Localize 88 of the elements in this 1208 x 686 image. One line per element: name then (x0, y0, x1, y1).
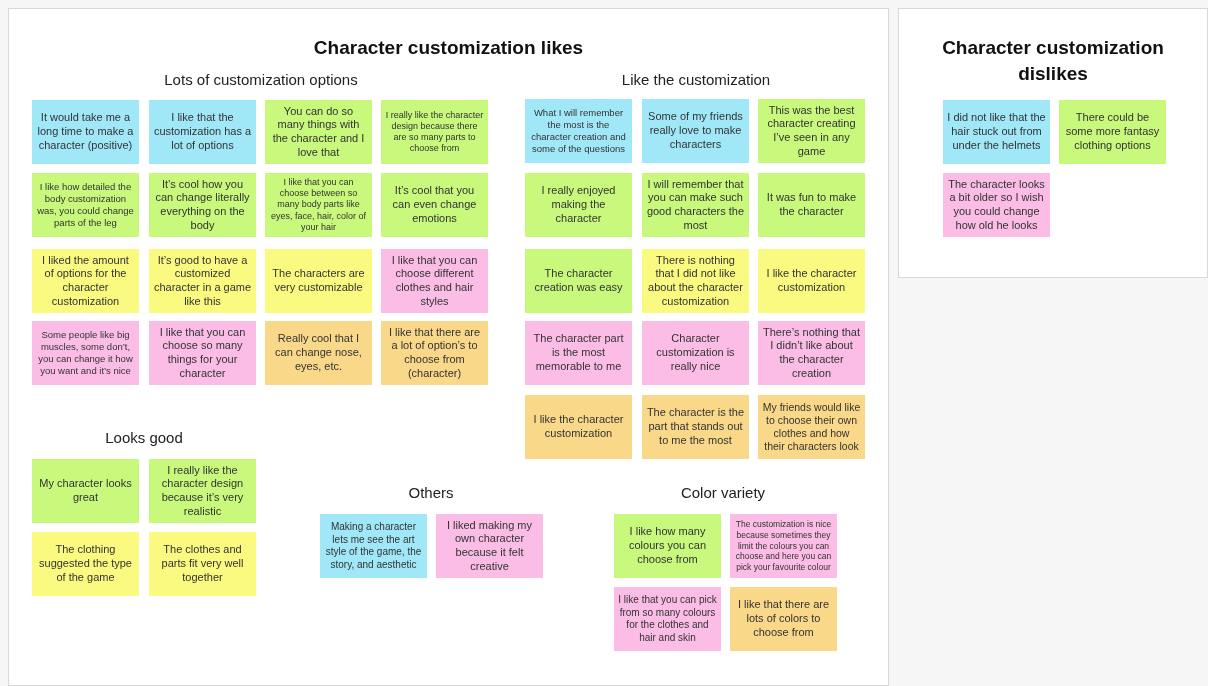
note-text: It’s good to have a customized character in a game like this (153, 253, 252, 309)
sticky-note (642, 99, 749, 163)
sticky-note (149, 321, 256, 385)
note-text: Really cool that I can change nose, eyes, etc. (274, 332, 363, 374)
sticky-note (1059, 100, 1166, 164)
note-text: What I will remember the most is the character creation and some of the questions (530, 107, 627, 155)
note-text: I like that you can choose so many things for your character (158, 325, 247, 381)
sticky-note (32, 321, 139, 385)
sticky-note (436, 514, 543, 578)
note-text: It would take me a long time to make a character (positive) (36, 111, 135, 153)
note-text: I like that there are a lot of option’s to choose from (character) (387, 325, 482, 381)
note-text: Making a character lets me see the art style of the game, the story, and aesthetic (324, 521, 423, 571)
note-text: I really like the character design because it’s very realistic (160, 463, 245, 519)
note-text: I like that you can choose between so many body parts like eyes, face, hair, color of your hair (269, 176, 368, 234)
note-text: It was fun to make the character (765, 191, 858, 219)
sticky-note (381, 249, 488, 313)
group-heading: Like the customization (621, 71, 771, 88)
note-text: Character customization is really nice (655, 332, 736, 374)
frame-title: Character customization likes (312, 36, 585, 60)
note-text: The character creation was easy (533, 267, 624, 295)
note-text: There could be some more fantasy clothing options (1064, 111, 1161, 153)
sticky-note (320, 514, 427, 578)
note-text: I like that the customization has a lot of options (153, 111, 252, 153)
sticky-note (730, 587, 837, 651)
sticky-note (758, 99, 865, 163)
note-text: I like that you can choose different clothes and hair styles (390, 253, 479, 309)
sticky-note (149, 459, 256, 523)
sticky-note (525, 395, 632, 459)
note-text: Some people like big muscles, some don’t, you can change it how you want and it’s nice (37, 329, 134, 377)
note-text: I did not like that the hair stuck out from under the helmets (947, 111, 1046, 153)
note-text: The character part is the most memorable to me (532, 332, 625, 374)
note-text: It’s cool how you can change literally everything on the body (154, 177, 251, 233)
note-text: The character is the part that stands out to me the most (646, 406, 745, 448)
note-text: You can do so many things with the character and I love that (271, 104, 366, 160)
note-text: I liked making my own character because it felt creative (446, 518, 533, 574)
sticky-note (642, 321, 749, 385)
note-text: I really enjoyed making the character (540, 184, 617, 226)
note-text: The clothing suggested the type of the game (38, 543, 133, 585)
sticky-note (32, 249, 139, 313)
note-text: There’s nothing that I didn’t like about the character creation (762, 325, 861, 381)
board-frame (8, 8, 889, 686)
note-text: My character looks great (38, 477, 133, 505)
sticky-note (265, 249, 372, 313)
sticky-note (525, 249, 632, 313)
frame-title: Character customization dislikes (941, 36, 1165, 86)
note-text: This was the best character creating I’ve seen in any game (766, 103, 857, 159)
sticky-note (32, 173, 139, 237)
sticky-note (381, 100, 488, 164)
sticky-note (381, 321, 488, 385)
note-text: The character looks a bit older so I wish you could change how old he looks (947, 177, 1046, 233)
sticky-note (943, 100, 1050, 164)
sticky-note (525, 321, 632, 385)
note-text: Some of my friends really love to make characters (647, 110, 744, 152)
sticky-note (758, 249, 865, 313)
note-text: I will remember that you can make such good characters the most (646, 177, 745, 233)
sticky-note (758, 173, 865, 237)
sticky-note (525, 173, 632, 237)
note-text: The characters are very customizable (271, 267, 366, 295)
sticky-note (265, 100, 372, 164)
note-text: I like the character customization (765, 267, 858, 295)
group-heading: Looks good (105, 429, 183, 446)
sticky-note (614, 587, 721, 651)
note-text: I like that you can pick from so many colours for the clothes and hair and skin (618, 594, 717, 644)
note-text: My friends would like to choose their own clothes and how their characters look (762, 400, 861, 454)
sticky-note (32, 100, 139, 164)
sticky-note (642, 395, 749, 459)
sticky-note (32, 459, 139, 523)
note-text: I like that there are lots of colors to choose from (736, 598, 831, 640)
note-text: The clothes and parts fit very well together (160, 543, 245, 585)
sticky-note (32, 532, 139, 596)
group-heading: Color variety (680, 484, 766, 501)
note-text: I like how many colours you can choose from (627, 525, 707, 567)
sticky-note (614, 514, 721, 578)
sticky-note (525, 99, 632, 163)
sticky-note (149, 532, 256, 596)
sticky-note (149, 100, 256, 164)
group-heading: Others (408, 484, 454, 501)
note-text: It’s cool that you can even change emotions (391, 184, 478, 226)
note-text: I like the character customization (532, 413, 625, 441)
note-text: I really like the character design because there are so many parts to choose from (385, 109, 484, 155)
sticky-note (381, 173, 488, 237)
note-text: I like how detailed the body customization was, you could change parts of the leg (36, 181, 135, 229)
sticky-note (265, 321, 372, 385)
note-text: There is nothing that I did not like about the character customization (647, 253, 744, 309)
board-frame (898, 8, 1208, 278)
group-heading: Lots of customization options (164, 71, 358, 88)
note-text: I liked the amount of options for the character customization (41, 253, 130, 309)
note-text: The customization is nice because sometimes they limit the colours you can choose and here you can pick your favourite colour (734, 519, 833, 573)
